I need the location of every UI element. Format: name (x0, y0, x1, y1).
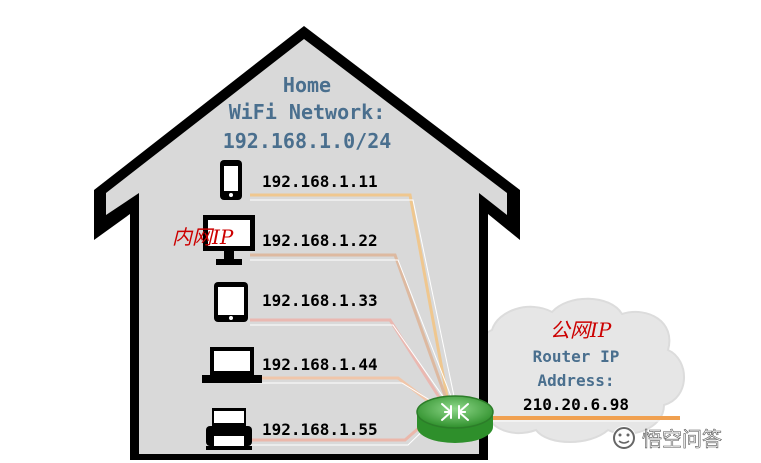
house-title-line2: WiFi Network: (229, 100, 386, 124)
public-ip-annotation: 公网IP (550, 318, 612, 342)
watermark: 悟空问答 (612, 426, 722, 451)
router-icon (416, 395, 494, 443)
printer-icon (206, 408, 252, 450)
laptop-icon (202, 347, 262, 383)
router-ip-label: 210.20.6.98 (523, 395, 629, 414)
house-title-line3: 192.168.1.0/24 (223, 129, 392, 153)
house-outline (94, 26, 520, 460)
network-wires (250, 193, 680, 446)
phone-icon (220, 160, 242, 200)
router-label-line2: Address: (537, 371, 614, 390)
private-ip-annotation: 内网IP (172, 225, 234, 249)
device-ip-printer: 192.168.1.55 (262, 420, 378, 439)
device-ip-monitor: 192.168.1.22 (262, 231, 378, 250)
router-label-line1: Router IP (533, 347, 620, 366)
device-ip-tablet: 192.168.1.33 (262, 291, 378, 310)
tablet-icon (214, 282, 248, 322)
monitor-icon (203, 215, 255, 265)
device-ip-laptop: 192.168.1.44 (262, 355, 378, 374)
watermark-text: 悟空问答 (642, 427, 722, 451)
house-title-line1: Home (283, 73, 331, 97)
device-ip-phone: 192.168.1.11 (262, 172, 378, 191)
